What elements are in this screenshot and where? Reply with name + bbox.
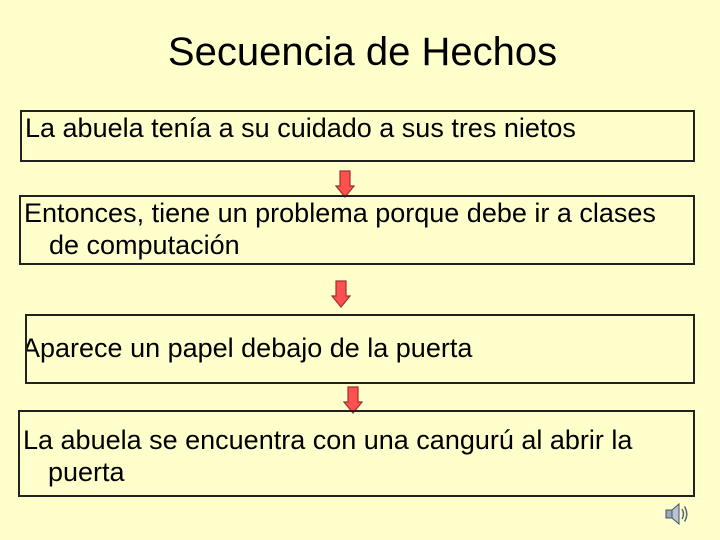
sequence-step-4-text: La abuela se encuentra con una cangurú a…	[23, 425, 633, 487]
slide-title: Secuencia de Hechos	[167, 30, 558, 74]
down-arrow-icon	[335, 170, 355, 198]
sequence-step-1-text: La abuela tenía a su cuidado a sus tres …	[25, 113, 576, 143]
down-arrow-icon	[331, 280, 351, 308]
down-arrow-icon	[343, 386, 363, 414]
sequence-step-2: Entonces, tiene un problema porque debe …	[19, 195, 695, 265]
sequence-step-1: La abuela tenía a su cuidado a sus tres …	[20, 110, 695, 162]
sequence-step-3: Aparece un papel debajo de la puerta	[25, 314, 695, 384]
sequence-step-3-text: Aparece un papel debajo de la puerta	[25, 333, 473, 363]
speaker-icon[interactable]	[664, 501, 690, 527]
sequence-step-2-text: Entonces, tiene un problema porque debe …	[24, 198, 656, 260]
sequence-step-4: La abuela se encuentra con una cangurú a…	[18, 410, 695, 497]
